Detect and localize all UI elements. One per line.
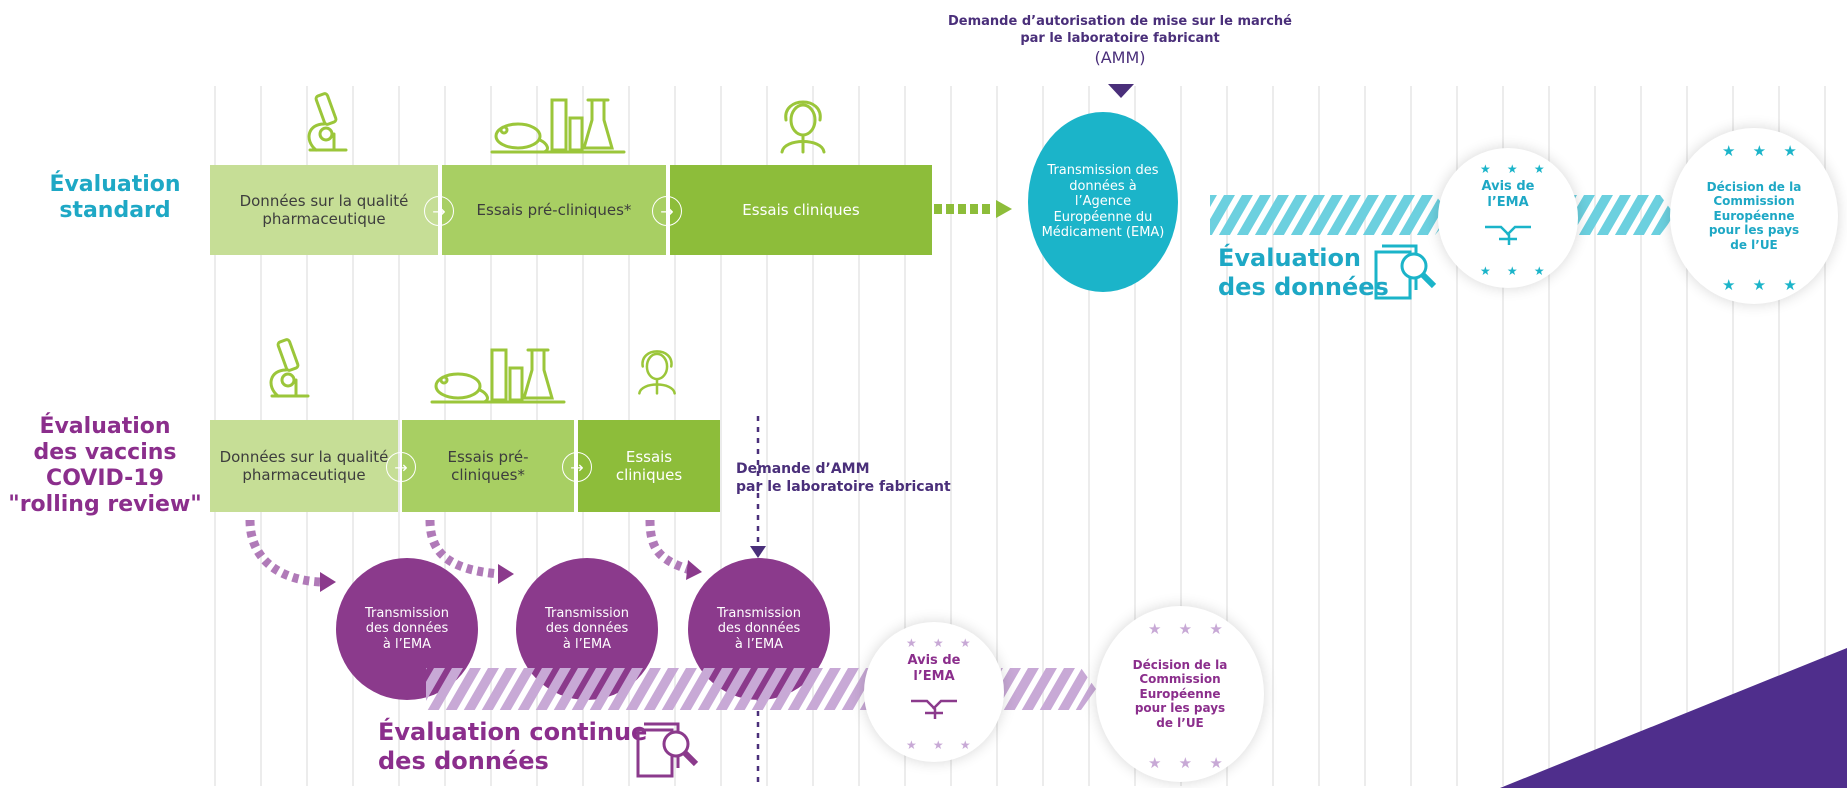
covid-transmission-1-text: Transmission des données à l’EMA — [365, 605, 449, 652]
grid-line — [720, 86, 722, 786]
amm-note-line3: (AMM) — [1094, 47, 1146, 67]
grid-line — [1042, 86, 1044, 786]
covid-amm-note-line2: par le laboratoire fabricant — [736, 479, 951, 496]
grid-line — [1272, 86, 1274, 786]
microscope-icon — [307, 92, 348, 152]
standard-step-quality-data: Données sur la qualité pharmaceutique — [210, 165, 438, 255]
arrow-right-icon: → — [424, 196, 454, 226]
grid-line — [1548, 86, 1550, 786]
grid-line — [1410, 86, 1412, 786]
covid-evaluation-label: Évaluation continue des données — [378, 718, 647, 776]
covid-ec-decision: ★ ★ ★ Décision de la Commission Européen… — [1096, 606, 1264, 782]
covid-transmission-1: Transmission des données à l’EMA — [336, 558, 478, 700]
standard-label-line2: standard — [59, 197, 171, 223]
standard-row-label: Évaluation standard — [30, 172, 200, 224]
grid-line — [950, 86, 952, 786]
arrow-right-icon: → — [562, 452, 592, 482]
grid-line — [1778, 86, 1780, 786]
covid-ec-decision-text: Décision de la Commission Européenne pou… — [1132, 658, 1228, 730]
covid-label-line4: "rolling review" — [8, 491, 202, 517]
standard-evaluation-band — [1210, 195, 1675, 235]
grid-line — [858, 86, 860, 786]
standard-ema-opinion: ★ ★ ★ Avis de l’EMA ★ ★ ★ — [1438, 148, 1578, 288]
star-icon: ★ ★ ★ — [1722, 142, 1803, 160]
covid-amm-note: Demande d’AMM par le laboratoire fabrica… — [736, 460, 951, 496]
covid-ema-opinion-text: Avis de l’EMA — [907, 653, 961, 684]
grid-line — [1732, 86, 1734, 786]
grid-line — [1364, 86, 1366, 786]
covid-row-label: Évaluation des vaccins COVID-19 "rolling… — [0, 414, 210, 518]
arrow-right-icon: → — [652, 196, 682, 226]
standard-eval-line1: Évaluation — [1218, 244, 1362, 272]
covid-transmission-3-text: Transmission des données à l’EMA — [717, 605, 801, 652]
covid-step-preclinical: Essais pré-cliniques* — [402, 420, 574, 512]
grid-line — [1226, 86, 1228, 786]
covid-eval-line1: Évaluation continue — [378, 718, 648, 746]
document-search-icon — [636, 722, 699, 778]
grid-line — [1640, 86, 1642, 786]
covid-eval-line2: des données — [378, 746, 549, 775]
standard-ec-decision: ★ ★ ★ Décision de la Commission Européen… — [1670, 128, 1838, 304]
handshake-icon — [911, 699, 957, 719]
amm-request-note: Demande d’autorisation de mise sur le ma… — [900, 14, 1340, 69]
covid-step-clinical: Essais cliniques — [578, 420, 720, 512]
covid-label-line3: COVID-19 — [46, 465, 164, 491]
amm-note-line2: par le laboratoire fabricant — [1020, 30, 1220, 46]
grid-line — [398, 86, 400, 786]
amm-arrow-icon — [1108, 84, 1134, 98]
covid-evaluation-band — [426, 668, 1096, 710]
lab-animal-glassware-icon — [490, 98, 626, 154]
covid-amm-note-line1: Demande d’AMM — [736, 461, 870, 477]
grid-line — [1686, 86, 1688, 786]
grid-line — [1594, 86, 1596, 786]
standard-transmission-text: Transmission des données à l’Agence Euro… — [1041, 163, 1165, 241]
amm-note-line1: Demande d’autorisation de mise sur le ma… — [948, 14, 1292, 29]
grid-line — [1180, 86, 1182, 786]
covid-step-quality-data: Données sur la qualité pharmaceutique — [210, 420, 398, 512]
star-icon: ★ ★ ★ — [1148, 620, 1229, 638]
rolling-submission-arrows — [245, 520, 702, 592]
doctor-icon — [780, 100, 826, 154]
covid-label-line1: Évaluation — [39, 414, 171, 439]
covid-ema-opinion: ★ ★ ★ Avis de l’EMA ★ ★ ★ — [864, 622, 1004, 762]
standard-label-line1: Évaluation — [49, 172, 181, 197]
arrow-right-icon: → — [386, 452, 416, 482]
grid-line — [1318, 86, 1320, 786]
corner-decoration — [1500, 648, 1847, 788]
grid-line — [1456, 86, 1458, 786]
grid-line — [1088, 86, 1090, 786]
star-icon: ★ ★ ★ — [906, 636, 977, 650]
grid-line — [766, 86, 768, 786]
lab-animal-glassware-icon — [430, 348, 566, 404]
star-icon: ★ ★ ★ — [1148, 754, 1229, 772]
covid-transmission-2-text: Transmission des données à l’EMA — [545, 605, 629, 652]
star-icon: ★ ★ ★ — [1722, 276, 1803, 294]
amm-request-dashed-line — [750, 416, 766, 788]
standard-ema-opinion-text: Avis de l’EMA — [1481, 179, 1535, 210]
grid-line — [1134, 86, 1136, 786]
standard-evaluation-label: Évaluation des données — [1218, 244, 1389, 302]
doctor-icon — [638, 350, 676, 395]
grid-line — [1502, 86, 1504, 786]
grid-line — [904, 86, 906, 786]
standard-ec-decision-text: Décision de la Commission Européenne pou… — [1706, 180, 1802, 252]
standard-eval-line2: des données — [1218, 272, 1389, 301]
star-icon: ★ ★ ★ — [1480, 263, 1551, 278]
grid-line — [812, 86, 814, 786]
microscope-icon — [269, 338, 310, 398]
standard-transmission-circle: Transmission des données à l’Agence Euro… — [1028, 112, 1178, 292]
standard-step-clinical: Essais cliniques — [670, 165, 932, 255]
standard-step-preclinical: Essais pré-cliniques* — [442, 165, 666, 255]
handshake-icon — [1485, 225, 1531, 245]
grid-line — [996, 86, 998, 786]
star-icon: ★ ★ ★ — [1480, 162, 1551, 176]
grid-line — [1824, 86, 1826, 786]
dotted-transfer-arrow-icon — [934, 200, 1012, 218]
covid-label-line2: des vaccins — [33, 439, 177, 465]
star-icon: ★ ★ ★ — [906, 737, 977, 752]
document-search-icon — [1374, 244, 1437, 300]
